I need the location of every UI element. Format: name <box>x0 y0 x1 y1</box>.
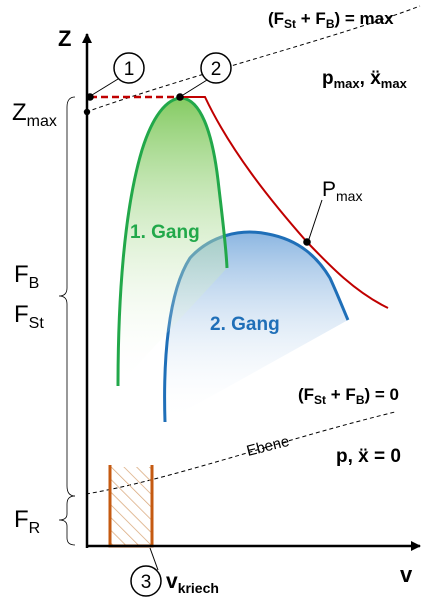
leader-marker-1 <box>91 78 119 96</box>
creep-box-hatch <box>110 467 152 545</box>
ebene-label: Ebene <box>245 433 291 460</box>
point-zmax-axis <box>83 108 91 116</box>
brace-fr <box>58 495 76 546</box>
gear1-fill <box>118 98 227 386</box>
v-kriech-label: vkriech <box>166 570 219 596</box>
bottom-result: p, ẍ = 0 <box>336 446 401 467</box>
ebene-curve <box>85 411 396 495</box>
leader-pmax <box>308 199 323 240</box>
f-r-label: FR <box>14 506 40 537</box>
point-2 <box>176 93 184 101</box>
bottom-condition: (FSt + FB) = 0 <box>298 385 399 407</box>
marker-3: 3 <box>130 565 162 597</box>
p-max-label: Pmax <box>322 178 362 204</box>
point-1 <box>86 93 94 101</box>
traction-limit-curve <box>182 96 389 309</box>
marker-2: 2 <box>200 52 232 84</box>
top-result: pmax, ẍmax <box>322 68 408 91</box>
top-condition: (FSt + FB) = max <box>268 9 394 31</box>
marker-2-label: 2 <box>211 59 222 80</box>
z-max-label: Zmax <box>12 99 57 130</box>
leader-marker-3 <box>149 547 159 571</box>
marker-1: 1 <box>113 52 145 84</box>
v-axis-label: v <box>400 562 413 587</box>
gear1-label: 1. Gang <box>130 222 200 243</box>
marker-1-label: 1 <box>124 59 135 80</box>
brace-fb-fst <box>58 96 76 497</box>
f-st-label: FSt <box>14 301 44 332</box>
point-pmax <box>303 238 311 246</box>
max-envelope-curve <box>85 5 421 113</box>
leader-marker-2 <box>182 79 208 96</box>
f-b-label: FB <box>14 261 39 292</box>
z-axis-label: Z <box>58 26 71 51</box>
gear2-label: 2. Gang <box>210 314 280 335</box>
marker-3-label: 3 <box>141 572 152 593</box>
